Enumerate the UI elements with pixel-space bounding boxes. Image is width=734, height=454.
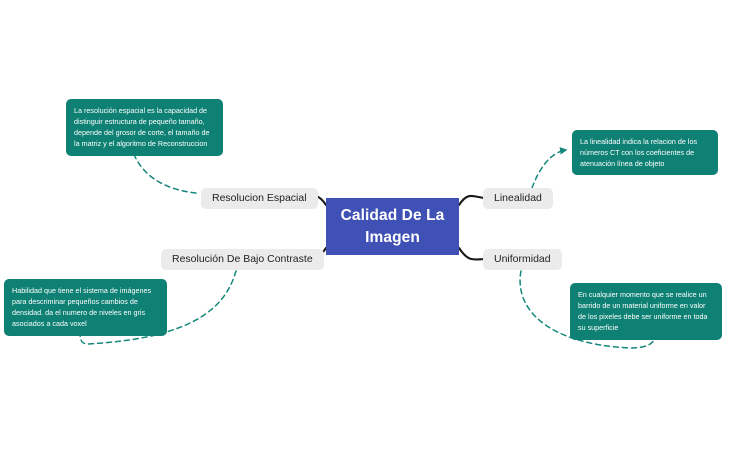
branch-label: Linealidad — [494, 192, 542, 205]
note-linealidad[interactable]: La linealidad indica la relacion de los … — [572, 130, 718, 176]
note-resolucion-de-bajo-contraste[interactable]: Habilidad que tiene el sistema de imágen… — [4, 279, 167, 336]
branch-uniformidad[interactable]: Uniformidad — [483, 249, 562, 270]
branch-linealidad[interactable]: Linealidad — [483, 188, 553, 209]
edge-linealidad-to-note — [531, 147, 568, 189]
branch-label: Uniformidad — [494, 253, 551, 266]
edge-root-to-linealidad — [457, 194, 488, 207]
edge-root-to-uniformidad — [457, 246, 488, 261]
branch-resolucion-espacial[interactable]: Resolucion Espacial — [201, 188, 318, 209]
note-uniformidad[interactable]: En cualquier momento que se realice un b… — [570, 283, 722, 340]
branch-label: Resolucion Espacial — [212, 192, 307, 205]
branch-label: Resolución De Bajo Contraste — [172, 253, 313, 266]
root-node-label: Calidad De La Imagen — [340, 207, 445, 246]
root-node[interactable]: Calidad De La Imagen — [326, 198, 459, 255]
branch-resolucion-de-bajo-contraste[interactable]: Resolución De Bajo Contraste — [161, 249, 324, 270]
note-resolucion-espacial[interactable]: La resolución espacial es la capacidad d… — [66, 99, 223, 156]
